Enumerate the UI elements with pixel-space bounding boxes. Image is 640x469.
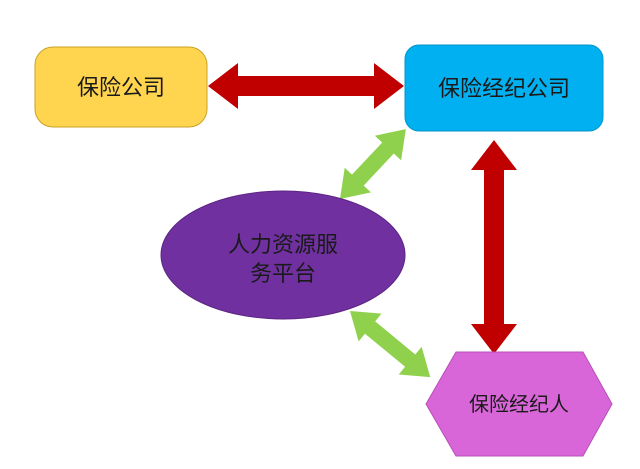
brokerage-company-node: 保险经纪公司 (404, 44, 604, 132)
broker-label: 保险经纪人 (469, 393, 569, 416)
insurance-company-label: 保险公司 (77, 75, 165, 100)
red-arrow-company-brokerage (208, 63, 404, 109)
green-arrow-platform-broker (350, 311, 431, 378)
hr-platform-ellipse (160, 190, 406, 320)
hr-platform-label-line2: 务平台 (250, 261, 316, 286)
insurance-company-box (34, 46, 208, 128)
hr-platform-node: 人力资源服 务平台 (160, 190, 406, 320)
hr-platform-label-line1: 人力资源服 (228, 232, 338, 257)
brokerage-company-label: 保险经纪公司 (438, 76, 570, 101)
red-arrow-brokerage-broker (471, 140, 517, 354)
insurance-company-node: 保险公司 (34, 46, 208, 128)
green-arrow-platform-brokerage (340, 129, 406, 199)
brokerage-company-box (404, 44, 604, 132)
broker-hexagon (425, 351, 613, 457)
broker-node: 保险经纪人 (425, 351, 613, 457)
